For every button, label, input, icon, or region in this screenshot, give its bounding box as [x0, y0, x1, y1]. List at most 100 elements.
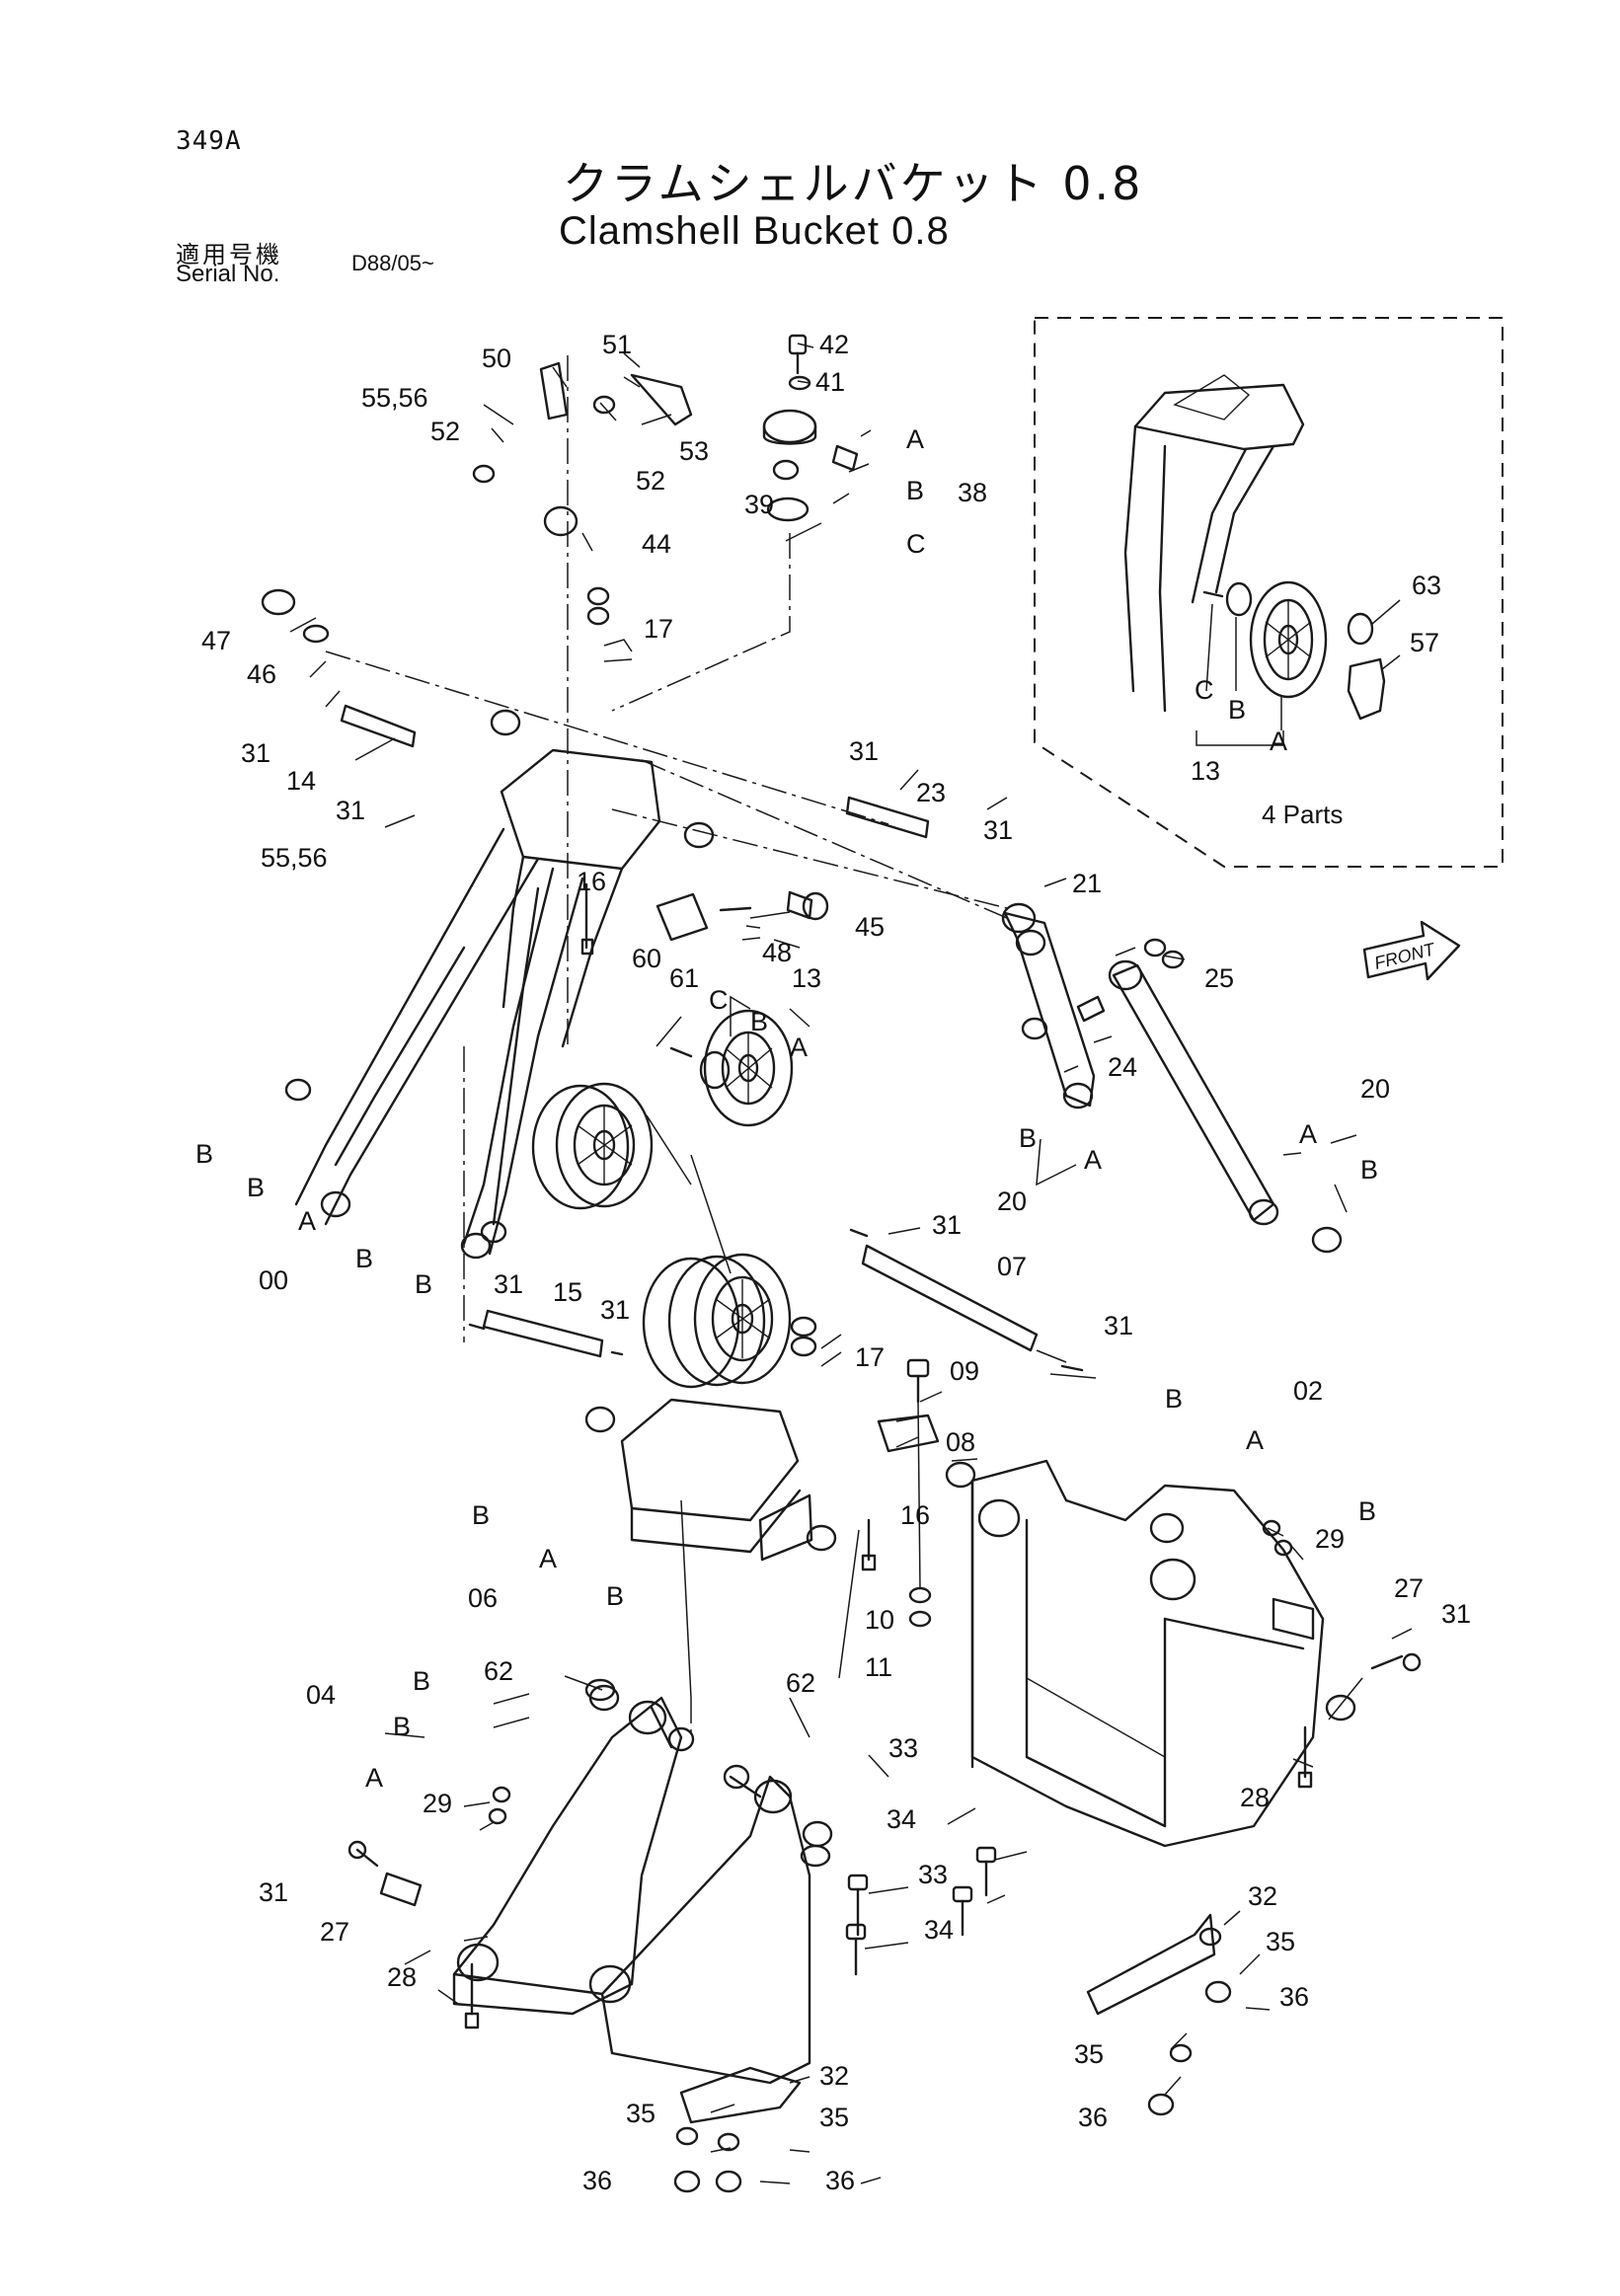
front-direction-arrow: FRONT: [1362, 920, 1461, 981]
callout-53: 53: [679, 436, 709, 466]
hardware-parts: [261, 334, 1422, 2193]
callout-63: 63: [1412, 571, 1441, 600]
callout-00-b-outer: B: [195, 1139, 213, 1169]
callout-inset-b: B: [1228, 695, 1246, 725]
callout-13-c: C: [709, 985, 729, 1015]
callout-15: 15: [553, 1277, 582, 1307]
callout-36-right-lower: 36: [1078, 2103, 1108, 2132]
callout-02: 02: [1293, 1376, 1323, 1406]
callout-10: 10: [865, 1605, 894, 1635]
callout-62-right: 62: [786, 1668, 815, 1698]
callout-07: 07: [997, 1252, 1027, 1281]
callout-27-right: 27: [1394, 1573, 1424, 1603]
callout-16-upper: 16: [577, 867, 606, 896]
callout-25: 25: [1204, 963, 1234, 993]
callout-13-a: A: [790, 1033, 808, 1062]
callout-52-left: 52: [430, 417, 460, 446]
callout-02-a: A: [1246, 1425, 1264, 1455]
callout-55-56-lower: 55,56: [261, 843, 328, 873]
callout-13-main: 13: [792, 963, 821, 993]
callout-17-lower: 17: [855, 1342, 885, 1372]
callout-38-a: A: [906, 424, 924, 454]
callout-27-left: 27: [320, 1917, 349, 1947]
callout-46: 46: [247, 659, 276, 689]
leader-lines: [289, 343, 1413, 2184]
callout-00: 00: [259, 1265, 288, 1295]
callout-31-e: 31: [932, 1210, 962, 1240]
title-japanese: クラムシェルバケット 0.8: [563, 157, 1144, 210]
callout-16-lower: 16: [900, 1500, 930, 1530]
callout-51: 51: [602, 330, 632, 359]
title-english: Clamshell Bucket 0.8: [559, 209, 950, 253]
upper-sheave-pair: [531, 1009, 794, 1210]
callout-31-f: 31: [1104, 1311, 1133, 1340]
callout-31-h: 31: [600, 1295, 630, 1325]
callout-36-right-upper: 36: [1279, 1982, 1309, 2012]
callout-00-b-mid: B: [355, 1244, 373, 1273]
callout-02-b-right: B: [1358, 1496, 1376, 1526]
callout-38: 38: [958, 478, 987, 507]
callout-39: 39: [744, 490, 774, 519]
callout-31-a: 31: [241, 738, 270, 768]
callout-35-left: 35: [626, 2099, 656, 2128]
callout-35-left-right: 35: [819, 2103, 849, 2132]
left-bucket-shell: [452, 1696, 811, 2124]
callout-32-right: 32: [1248, 1881, 1277, 1911]
callout-36-left-right: 36: [825, 2166, 855, 2195]
callout-31-g: 31: [494, 1269, 523, 1299]
callout-38-b: B: [906, 476, 924, 505]
callout-17-upper: 17: [644, 614, 673, 644]
callout-14: 14: [286, 766, 316, 796]
callout-06-b-right: B: [606, 1581, 624, 1611]
callout-48: 48: [762, 938, 792, 967]
callout-31-d: 31: [983, 815, 1013, 845]
callout-13-b: B: [750, 1007, 768, 1036]
callout-inset-a: A: [1270, 727, 1287, 756]
callout-42: 42: [819, 330, 849, 359]
assembly-lines: [325, 355, 1008, 1737]
callout-09: 09: [950, 1356, 979, 1386]
callout-04-b-lower: B: [393, 1712, 411, 1741]
callout-inset-c: C: [1195, 675, 1214, 705]
callout-31-c: 31: [849, 736, 879, 766]
callout-31-b: 31: [336, 796, 365, 825]
callout-35-right-upper: 35: [1266, 1927, 1295, 1956]
callout-52-right: 52: [636, 466, 665, 496]
callout-29-right: 29: [1315, 1524, 1345, 1554]
callout-08: 08: [946, 1427, 975, 1457]
callout-60: 60: [632, 944, 661, 973]
callout-20-right: 20: [1360, 1074, 1390, 1104]
callout-20-b: B: [1360, 1155, 1378, 1185]
callout-inset-13: 13: [1191, 756, 1220, 786]
callout-33-lower: 33: [918, 1860, 948, 1889]
callout-23: 23: [916, 778, 946, 807]
callout-33-right: 33: [888, 1733, 918, 1763]
callout-28-left: 28: [387, 1962, 417, 1992]
callout-44: 44: [642, 529, 671, 559]
callout-20-left-b: B: [1019, 1123, 1037, 1153]
callout-20-a: A: [1299, 1119, 1317, 1149]
callout-20-left-a: A: [1084, 1145, 1102, 1175]
callout-28-right: 28: [1240, 1783, 1270, 1812]
upper-frame: [294, 704, 1279, 1358]
callout-24: 24: [1108, 1052, 1137, 1082]
lower-sheave-block: [584, 1253, 837, 1562]
right-bucket-shell: [945, 1459, 1356, 2016]
callout-00-b: B: [247, 1173, 265, 1202]
callout-11: 11: [865, 1652, 892, 1682]
callout-34-right: 34: [887, 1804, 916, 1834]
callout-62-left: 62: [484, 1656, 513, 1686]
callout-06-b: B: [472, 1500, 490, 1530]
callout-45: 45: [855, 912, 885, 942]
callout-06: 06: [468, 1583, 498, 1613]
callout-04: 04: [306, 1680, 336, 1710]
callout-00-b-right: B: [415, 1269, 432, 1299]
callout-35-right-lower: 35: [1074, 2039, 1104, 2069]
callout-57: 57: [1410, 628, 1439, 657]
inset-caption: 4 Parts: [1262, 800, 1343, 829]
callout-29-left: 29: [423, 1789, 452, 1818]
callout-34-lower: 34: [924, 1915, 954, 1945]
callout-labels: 50 51 42 41 55,56 52 52 53 A B 38 39 C 4…: [195, 330, 1471, 2195]
serial-number-value: D88/05~: [351, 251, 434, 275]
